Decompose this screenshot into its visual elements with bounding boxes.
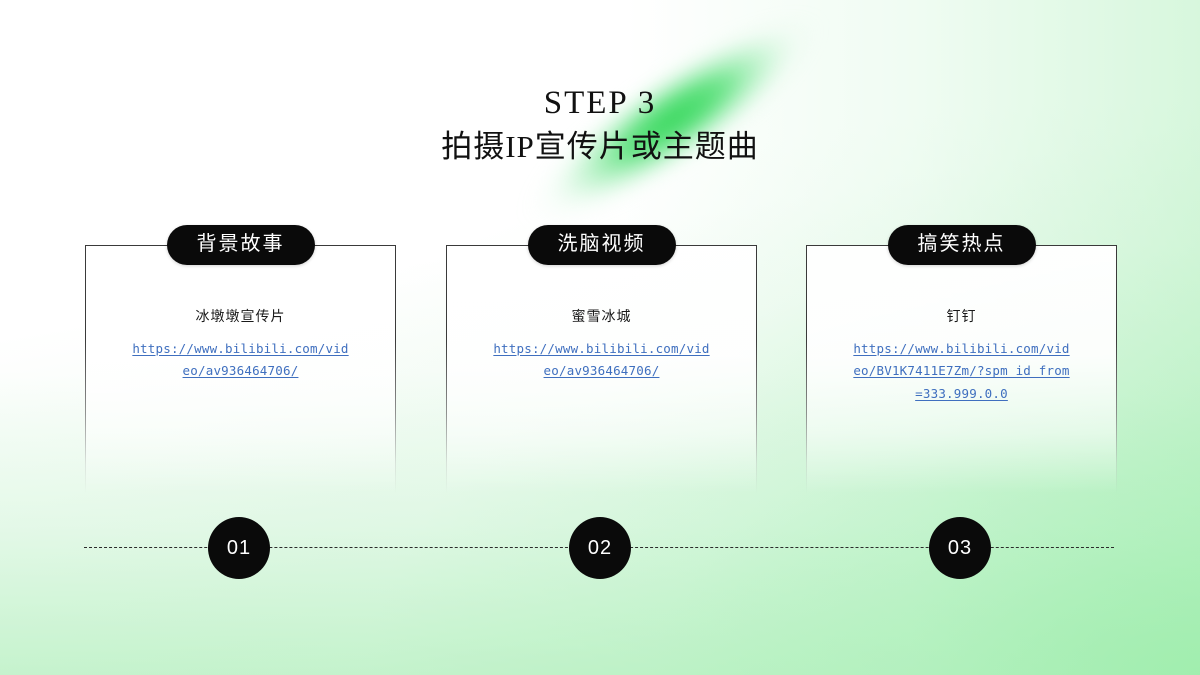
content-card-1: 背景故事 冰墩墩宣传片 https://www.bilibili.com/vid… bbox=[85, 225, 396, 493]
card-3-title: 钉钉 bbox=[946, 308, 977, 324]
card-3-body: 钉钉 https://www.bilibili.com/vid eo/BV1K7… bbox=[820, 307, 1103, 406]
page-subtitle: 拍摄IP宣传片或主题曲 bbox=[441, 128, 759, 164]
card-2-link-line-1[interactable]: https://www.bilibili.com/vid bbox=[493, 340, 710, 356]
card-1-pill-label: 背景故事 bbox=[166, 225, 315, 265]
card-2-link-line-2[interactable]: eo/av936464706/ bbox=[543, 363, 660, 379]
card-3-pill-label: 搞笑热点 bbox=[887, 225, 1036, 265]
timeline-node-02[interactable]: 02 bbox=[569, 517, 631, 579]
timeline-node-03[interactable]: 03 bbox=[929, 517, 991, 579]
timeline-node-01[interactable]: 01 bbox=[208, 517, 270, 579]
card-3-fill bbox=[806, 245, 1117, 493]
content-card-2: 洗脑视频 蜜雪冰城 https://www.bilibili.com/vid e… bbox=[446, 225, 757, 493]
page-title: STEP 3 拍摄IP宣传片或主题曲 bbox=[0, 84, 1200, 167]
card-1-link-line-2[interactable]: eo/av936464706/ bbox=[182, 363, 299, 379]
card-1-body: 冰墩墩宣传片 https://www.bilibili.com/vid eo/a… bbox=[99, 307, 382, 383]
card-1-link-line-1[interactable]: https://www.bilibili.com/vid bbox=[132, 340, 349, 356]
card-3-link-line-2[interactable]: eo/BV1K7411E7Zm/?spm_id_from bbox=[853, 363, 1070, 379]
card-1-title: 冰墩墩宣传片 bbox=[195, 308, 286, 324]
card-1-fill bbox=[85, 245, 396, 493]
card-2-body: 蜜雪冰城 https://www.bilibili.com/vid eo/av9… bbox=[460, 307, 743, 383]
card-2-fill bbox=[446, 245, 757, 493]
card-2-title: 蜜雪冰城 bbox=[571, 308, 632, 324]
step-label: STEP 3 bbox=[543, 85, 657, 121]
card-2-pill-label: 洗脑视频 bbox=[527, 225, 676, 265]
card-3-link-line-3[interactable]: =333.999.0.0 bbox=[915, 386, 1008, 402]
content-card-3: 搞笑热点 钉钉 https://www.bilibili.com/vid eo/… bbox=[806, 225, 1117, 493]
card-3-link-line-1[interactable]: https://www.bilibili.com/vid bbox=[853, 340, 1070, 356]
